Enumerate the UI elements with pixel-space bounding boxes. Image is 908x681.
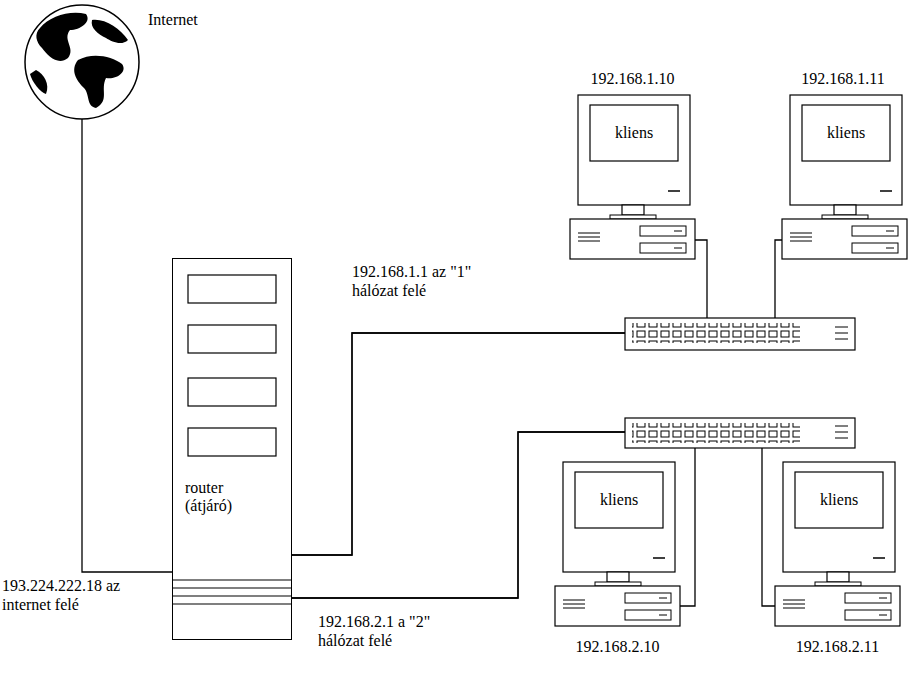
router-ports <box>172 580 292 604</box>
ip-address: 192.168.2.11 <box>775 638 900 656</box>
network-cable <box>292 432 775 606</box>
interface-label: 192.168.1.1 az "1" hálózat felé <box>350 262 504 300</box>
router-slots <box>188 275 276 456</box>
node-title: router (átjáró) <box>185 479 269 516</box>
computer-icon <box>782 95 907 259</box>
network-cable <box>292 240 782 555</box>
ip-address: 192.168.1.10 <box>570 70 695 88</box>
node-title: kliens <box>795 491 883 509</box>
client-computer: 192.168.1.11 kliens <box>782 70 907 260</box>
network-cable <box>82 119 172 572</box>
network-switch <box>625 418 855 448</box>
interface-label: 193.224.222.18 az internet felé <box>0 576 128 614</box>
router-box: router (átjáró) <box>172 258 292 640</box>
node-title: kliens <box>590 124 678 142</box>
client-computer: 192.168.1.10 kliens <box>570 70 695 260</box>
client-computer: 192.168.2.10 kliens <box>555 462 680 662</box>
globe-icon <box>25 5 139 119</box>
network-switch <box>625 318 855 350</box>
internet-cloud: Internet <box>25 5 139 119</box>
ip-address: 192.168.1.11 <box>782 70 904 88</box>
node-title: kliens <box>802 124 890 142</box>
computer-icon <box>555 462 680 626</box>
client-computer: 192.168.2.11 kliens <box>775 462 900 662</box>
node-title: kliens <box>575 491 663 509</box>
computer-icon <box>775 462 900 626</box>
node-title: Internet <box>148 11 238 29</box>
interface-label: 192.168.2.1 a "2" hálózat felé <box>316 612 482 650</box>
ip-address: 192.168.2.10 <box>555 638 680 656</box>
computer-icon <box>570 95 695 259</box>
